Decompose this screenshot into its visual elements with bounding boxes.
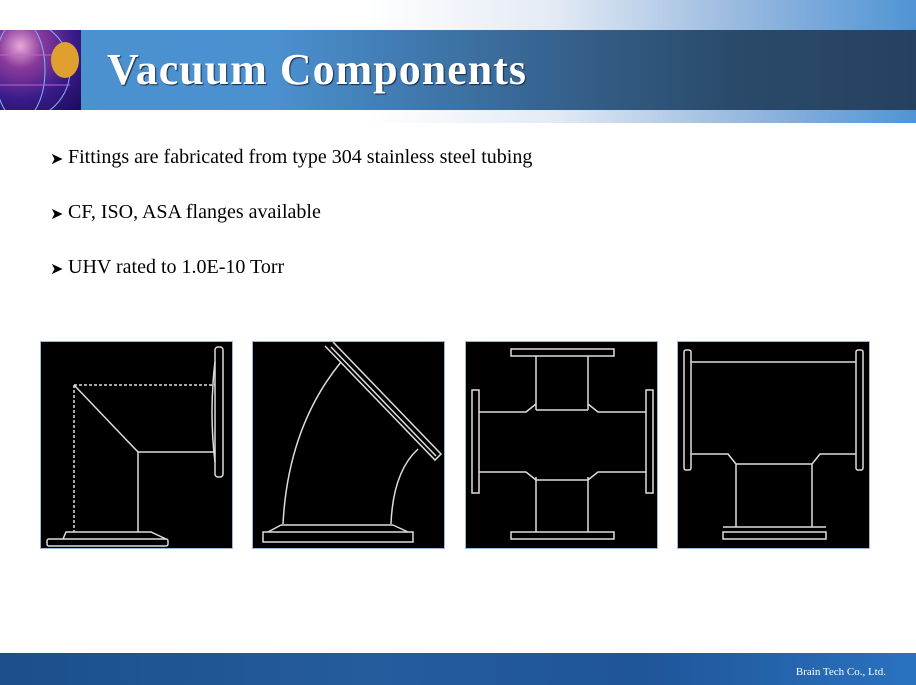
bullet-item: ➤CF, ISO, ASA flanges available bbox=[50, 201, 532, 256]
bullet-item: ➤Fittings are fabricated from type 304 s… bbox=[50, 146, 532, 201]
cross-fitting-image bbox=[465, 341, 658, 549]
bullet-item: ➤UHV rated to 1.0E-10 Torr bbox=[50, 256, 532, 311]
footer-bar: Brain Tech Co., Ltd. bbox=[0, 653, 916, 685]
elbow-45-image bbox=[252, 341, 445, 549]
top-gradient-strip bbox=[0, 0, 916, 30]
arrow-bullet-icon: ➤ bbox=[50, 261, 64, 278]
bullet-list: ➤Fittings are fabricated from type 304 s… bbox=[50, 146, 532, 311]
arrow-bullet-icon: ➤ bbox=[50, 206, 64, 223]
sub-gradient-strip bbox=[0, 110, 916, 123]
title-bar: Vacuum Components bbox=[0, 30, 916, 110]
bullet-text: Fittings are fabricated from type 304 st… bbox=[68, 146, 533, 168]
arrow-bullet-icon: ➤ bbox=[50, 151, 64, 168]
elbow-90-image bbox=[40, 341, 233, 549]
tee-fitting-image bbox=[677, 341, 870, 549]
bullet-text: UHV rated to 1.0E-10 Torr bbox=[68, 256, 285, 278]
page-title: Vacuum Components bbox=[107, 45, 528, 94]
globe-logo bbox=[0, 30, 81, 110]
company-name: Brain Tech Co., Ltd. bbox=[795, 666, 886, 678]
bullet-text: CF, ISO, ASA flanges available bbox=[68, 201, 321, 223]
